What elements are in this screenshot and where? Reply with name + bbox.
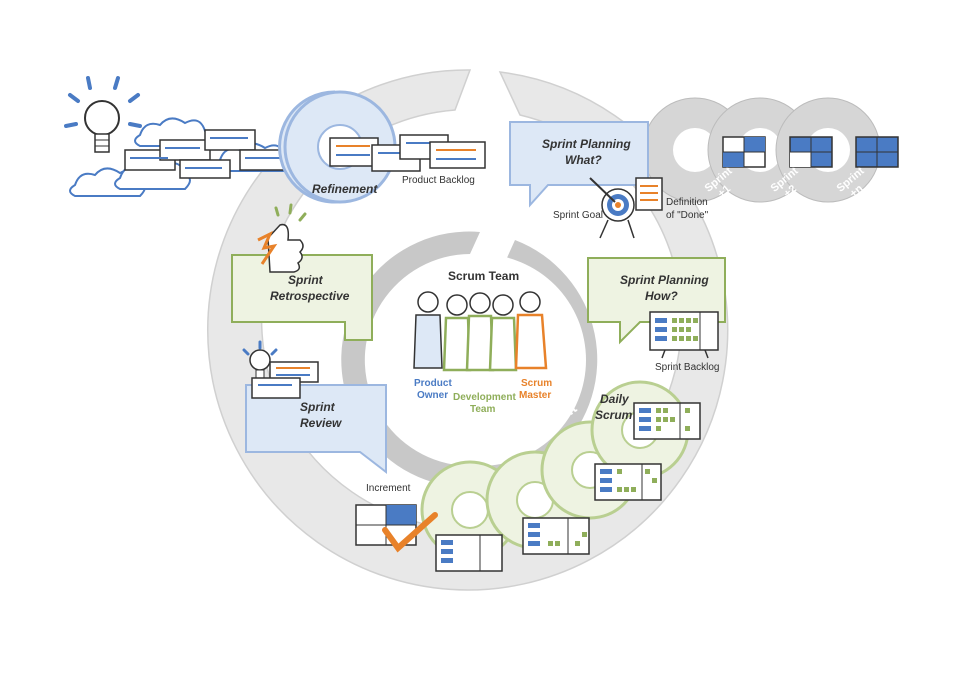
future-sprints: Sprint +1 Sprint +2 Sprint +n: [642, 97, 899, 203]
sprint-retro-sub: Retrospective: [270, 289, 350, 303]
increment-cube-1: [722, 136, 766, 168]
product-backlog-cards: [329, 134, 486, 172]
definition-of-done-doc: [635, 177, 663, 211]
product-backlog-label: Product Backlog: [402, 175, 475, 186]
checkmark-icon: [382, 512, 438, 553]
increment-label: Increment: [366, 483, 411, 494]
scrum-master-label-2: Master: [519, 390, 551, 401]
sprint-review-sub: Review: [300, 416, 342, 430]
sprint-retro-title: Sprint: [288, 273, 324, 287]
product-owner-label: Product: [414, 378, 452, 389]
sprint-retrospective-bubble: [231, 254, 373, 341]
scrum-team-title: Scrum Team: [448, 269, 519, 283]
scrum-master-label: Scrum: [521, 378, 552, 389]
review-lightbulb-icon: [242, 340, 278, 380]
sprint-planning-what-bubble: [509, 121, 649, 208]
daily-board-2: [594, 463, 662, 501]
increment-cube-2: [789, 136, 833, 168]
sprint-planning-what-title: Sprint Planning: [542, 137, 631, 151]
development-team-label: Development: [453, 392, 516, 403]
definition-label-2: of "Done": [666, 210, 709, 221]
lightbulb-icon: [64, 76, 142, 153]
refinement-label: Refinement: [312, 182, 378, 196]
sprint-review-title: Sprint: [300, 400, 336, 414]
daily-board-1: [633, 402, 701, 440]
sprint-planning-what-sub: What?: [565, 153, 602, 167]
product-owner-label-2: Owner: [417, 390, 448, 401]
daily-scrum-sub: Scrum: [595, 408, 633, 422]
daily-scrum-circles: [420, 380, 690, 560]
daily-board-4: [435, 534, 503, 572]
review-cards: [251, 361, 319, 399]
ideas-clouds: [69, 117, 291, 197]
increment-cube-3: [855, 136, 899, 168]
sprint-goal-label: Sprint Goal: [553, 210, 603, 221]
daily-scrum-title: Daily: [600, 392, 630, 406]
scrum-team-people: [413, 291, 548, 372]
daily-board-3: [522, 517, 590, 555]
development-team-label-2: Team: [470, 404, 495, 415]
sprint-planning-how-title: Sprint Planning: [620, 273, 709, 287]
sprint-backlog-label: Sprint Backlog: [655, 362, 719, 373]
sprint-review-bubble: [245, 384, 387, 475]
sprint-backlog-board: [649, 311, 719, 359]
thumbs-up-icon: [257, 203, 307, 273]
sprint-planning-how-sub: How?: [645, 289, 678, 303]
definition-label: Definition: [666, 197, 708, 208]
target-icon: [589, 177, 635, 239]
